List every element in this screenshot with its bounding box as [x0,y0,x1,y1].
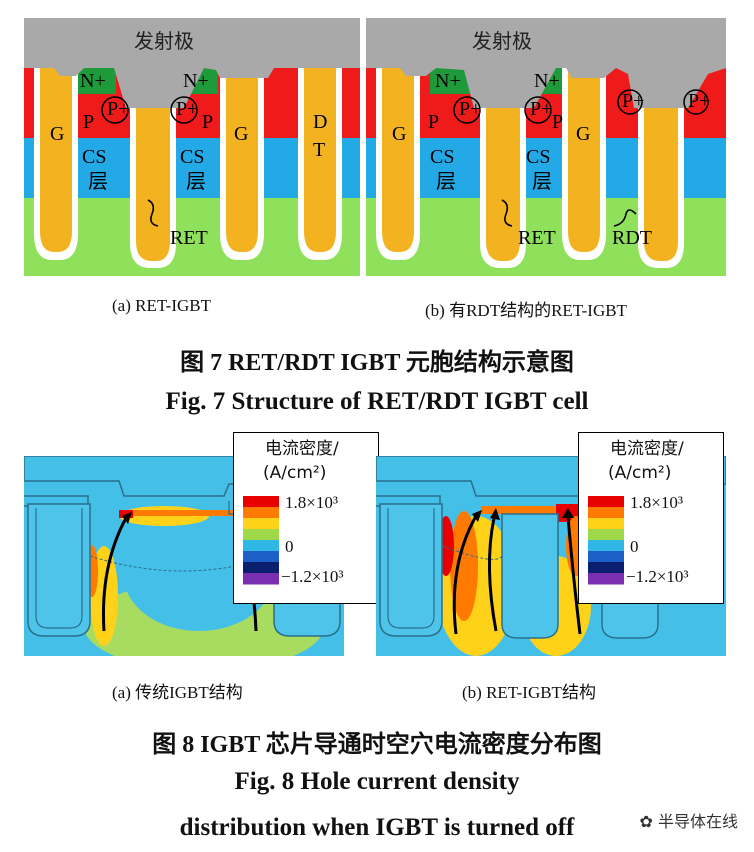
legend-tick-zero: 0 [285,537,294,556]
ret-label: RET [170,227,208,249]
gate-label: G [50,123,64,145]
rdt-label: RDT [612,227,652,249]
fig8-caption-en-line1: Fig. 8 Hole current density [234,768,520,795]
legend-tick-max: 1.8×10³ [285,493,338,512]
legend-color-swatch [588,496,624,508]
legend-color-swatch [588,562,624,574]
cs-layer-label: CS [526,146,550,168]
legend-color-swatch [588,529,624,541]
n-plus-label: N+ [534,70,560,92]
cs-layer-label: 层 [186,171,206,193]
legend-color-swatch [588,540,624,552]
fig7b-structure-diagram: 发射极 N+ N+ P P P+ P+ P+ P+ CS 层 CS 层 G G … [366,18,726,276]
legend-color-swatch [243,507,279,519]
p-label: P [428,111,439,133]
legend-color-swatch [588,573,624,585]
p-plus-label: P+ [459,98,481,120]
dummy-trench-label: T [313,139,325,161]
p-label: P [83,111,94,133]
wechat-icon: ✿ [639,812,658,831]
legend-tick-zero: 0 [630,537,639,556]
p-plus-label: P+ [176,98,198,120]
legend-unit: (A/cm²) [608,463,671,483]
p-plus-label: P+ [107,98,129,120]
fig7-caption-cn: 图 7 RET/RDT IGBT 元胞结构示意图 [180,350,574,376]
emitter-label: 发射极 [472,29,532,53]
legend-color-swatch [588,551,624,563]
legend-title: 电流密度/ [265,439,339,459]
cs-layer-label: 层 [88,171,108,193]
fig8-caption-en-line2: distribution when IGBT is turned off [179,814,575,841]
legend-color-swatch [243,562,279,574]
gate-label: G [234,123,248,145]
p-label: P [202,111,213,133]
fig7a-structure-diagram: 发射极 N+ N+ P P P+ P+ CS 层 CS 层 G G D T RE… [24,18,360,276]
legend-color-swatch [588,507,624,519]
legend-color-swatch [243,551,279,563]
fig8b-caption: (b) RET-IGBT结构 [462,683,596,702]
legend-color-swatch [243,529,279,541]
p-plus-label: P+ [688,90,710,112]
legend-title: 电流密度/ [610,439,684,459]
fig7-caption-en: Fig. 7 Structure of RET/RDT IGBT cell [165,388,589,415]
fig7a-caption: (a) RET-IGBT [112,296,211,315]
legend-tick-max: 1.8×10³ [630,493,683,512]
cs-layer-label: 层 [532,171,552,193]
legend-tick-min: −1.2×10³ [281,567,344,586]
legend-tick-min: −1.2×10³ [626,567,689,586]
legend-color-swatch [243,496,279,508]
gate-label: G [392,123,406,145]
n-plus-label: N+ [183,70,209,92]
cs-layer-label: 层 [436,171,456,193]
fig8a-caption: (a) 传统IGBT结构 [112,683,243,702]
fig8-caption-cn: 图 8 IGBT 芯片导通时空穴电流密度分布图 [152,732,602,758]
ret-label: RET [518,227,556,249]
legend-color-swatch [588,518,624,530]
cs-layer-label: CS [180,146,204,168]
dummy-trench-label: D [313,111,327,133]
emitter-label: 发射极 [134,29,194,53]
n-plus-label: N+ [80,70,106,92]
legend-color-swatch [243,518,279,530]
gate-label: G [576,123,590,145]
cs-layer-label: CS [82,146,106,168]
p-label: P [552,111,563,133]
p-plus-label: P+ [622,90,644,112]
watermark-text: ✿ 半导体在线 [639,812,738,831]
p-plus-label: P+ [530,98,552,120]
n-plus-label: N+ [435,70,461,92]
legend-unit: (A/cm²) [263,463,326,483]
fig8b-color-legend: 电流密度/ (A/cm²) 1.8×10³ 0 −1.2×10³ [578,432,724,604]
cs-layer-label: CS [430,146,454,168]
fig7b-caption: (b) 有RDT结构的RET-IGBT [425,301,627,320]
legend-color-swatch [243,573,279,585]
fig8a-color-legend: 电流密度/ (A/cm²) 1.8×10³ 0 −1.2×10³ [233,432,379,604]
legend-color-swatch [243,540,279,552]
